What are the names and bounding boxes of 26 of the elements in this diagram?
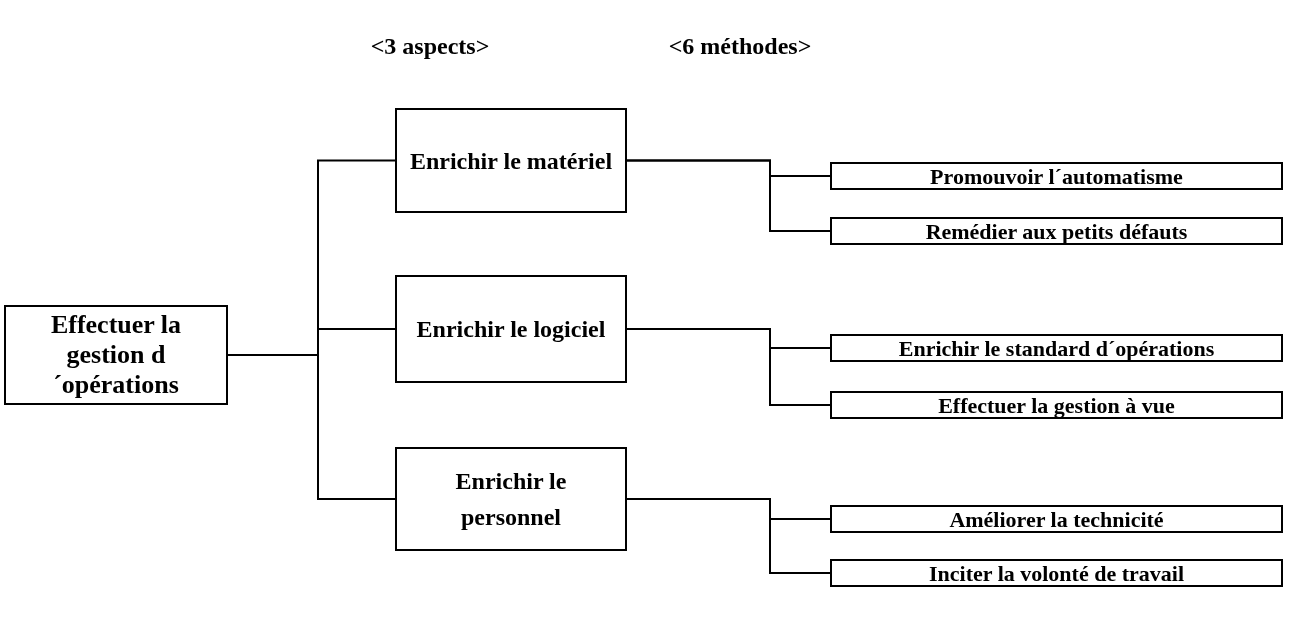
process-box	[830, 505, 1283, 533]
connector-line	[227, 354, 396, 500]
process-box	[395, 275, 627, 383]
box-text: Promouvoir l´automatisme	[930, 162, 1183, 191]
process-box	[395, 108, 627, 213]
process-box	[4, 305, 228, 405]
process-box	[830, 334, 1283, 362]
box-text: Améliorer la technicité	[949, 505, 1164, 534]
process-box	[830, 217, 1283, 245]
process-box	[395, 447, 627, 551]
box-text: Enrichir le logiciel	[416, 315, 606, 344]
box-text: Inciter la volonté de travail	[929, 559, 1184, 588]
box-text: Enrichir le standard d´opérations	[898, 334, 1215, 363]
box-text: Enrichir le personnel	[454, 467, 568, 532]
box-text: Effectuer la gestion à vue	[938, 391, 1175, 420]
process-box	[830, 391, 1283, 419]
process-box	[830, 559, 1283, 587]
connector-line	[626, 159, 831, 232]
box-text: Remédier aux petits défauts	[925, 217, 1188, 246]
connector-line	[626, 498, 831, 574]
column-heading: <3 aspects>	[369, 32, 491, 61]
box-text: Effectuer la gestion d´opérations	[49, 310, 183, 400]
process-box	[830, 162, 1283, 190]
box-text: Enrichir le matériel	[409, 146, 613, 176]
column-heading: <6 méthodes>	[667, 32, 813, 61]
connector-line	[626, 328, 831, 406]
